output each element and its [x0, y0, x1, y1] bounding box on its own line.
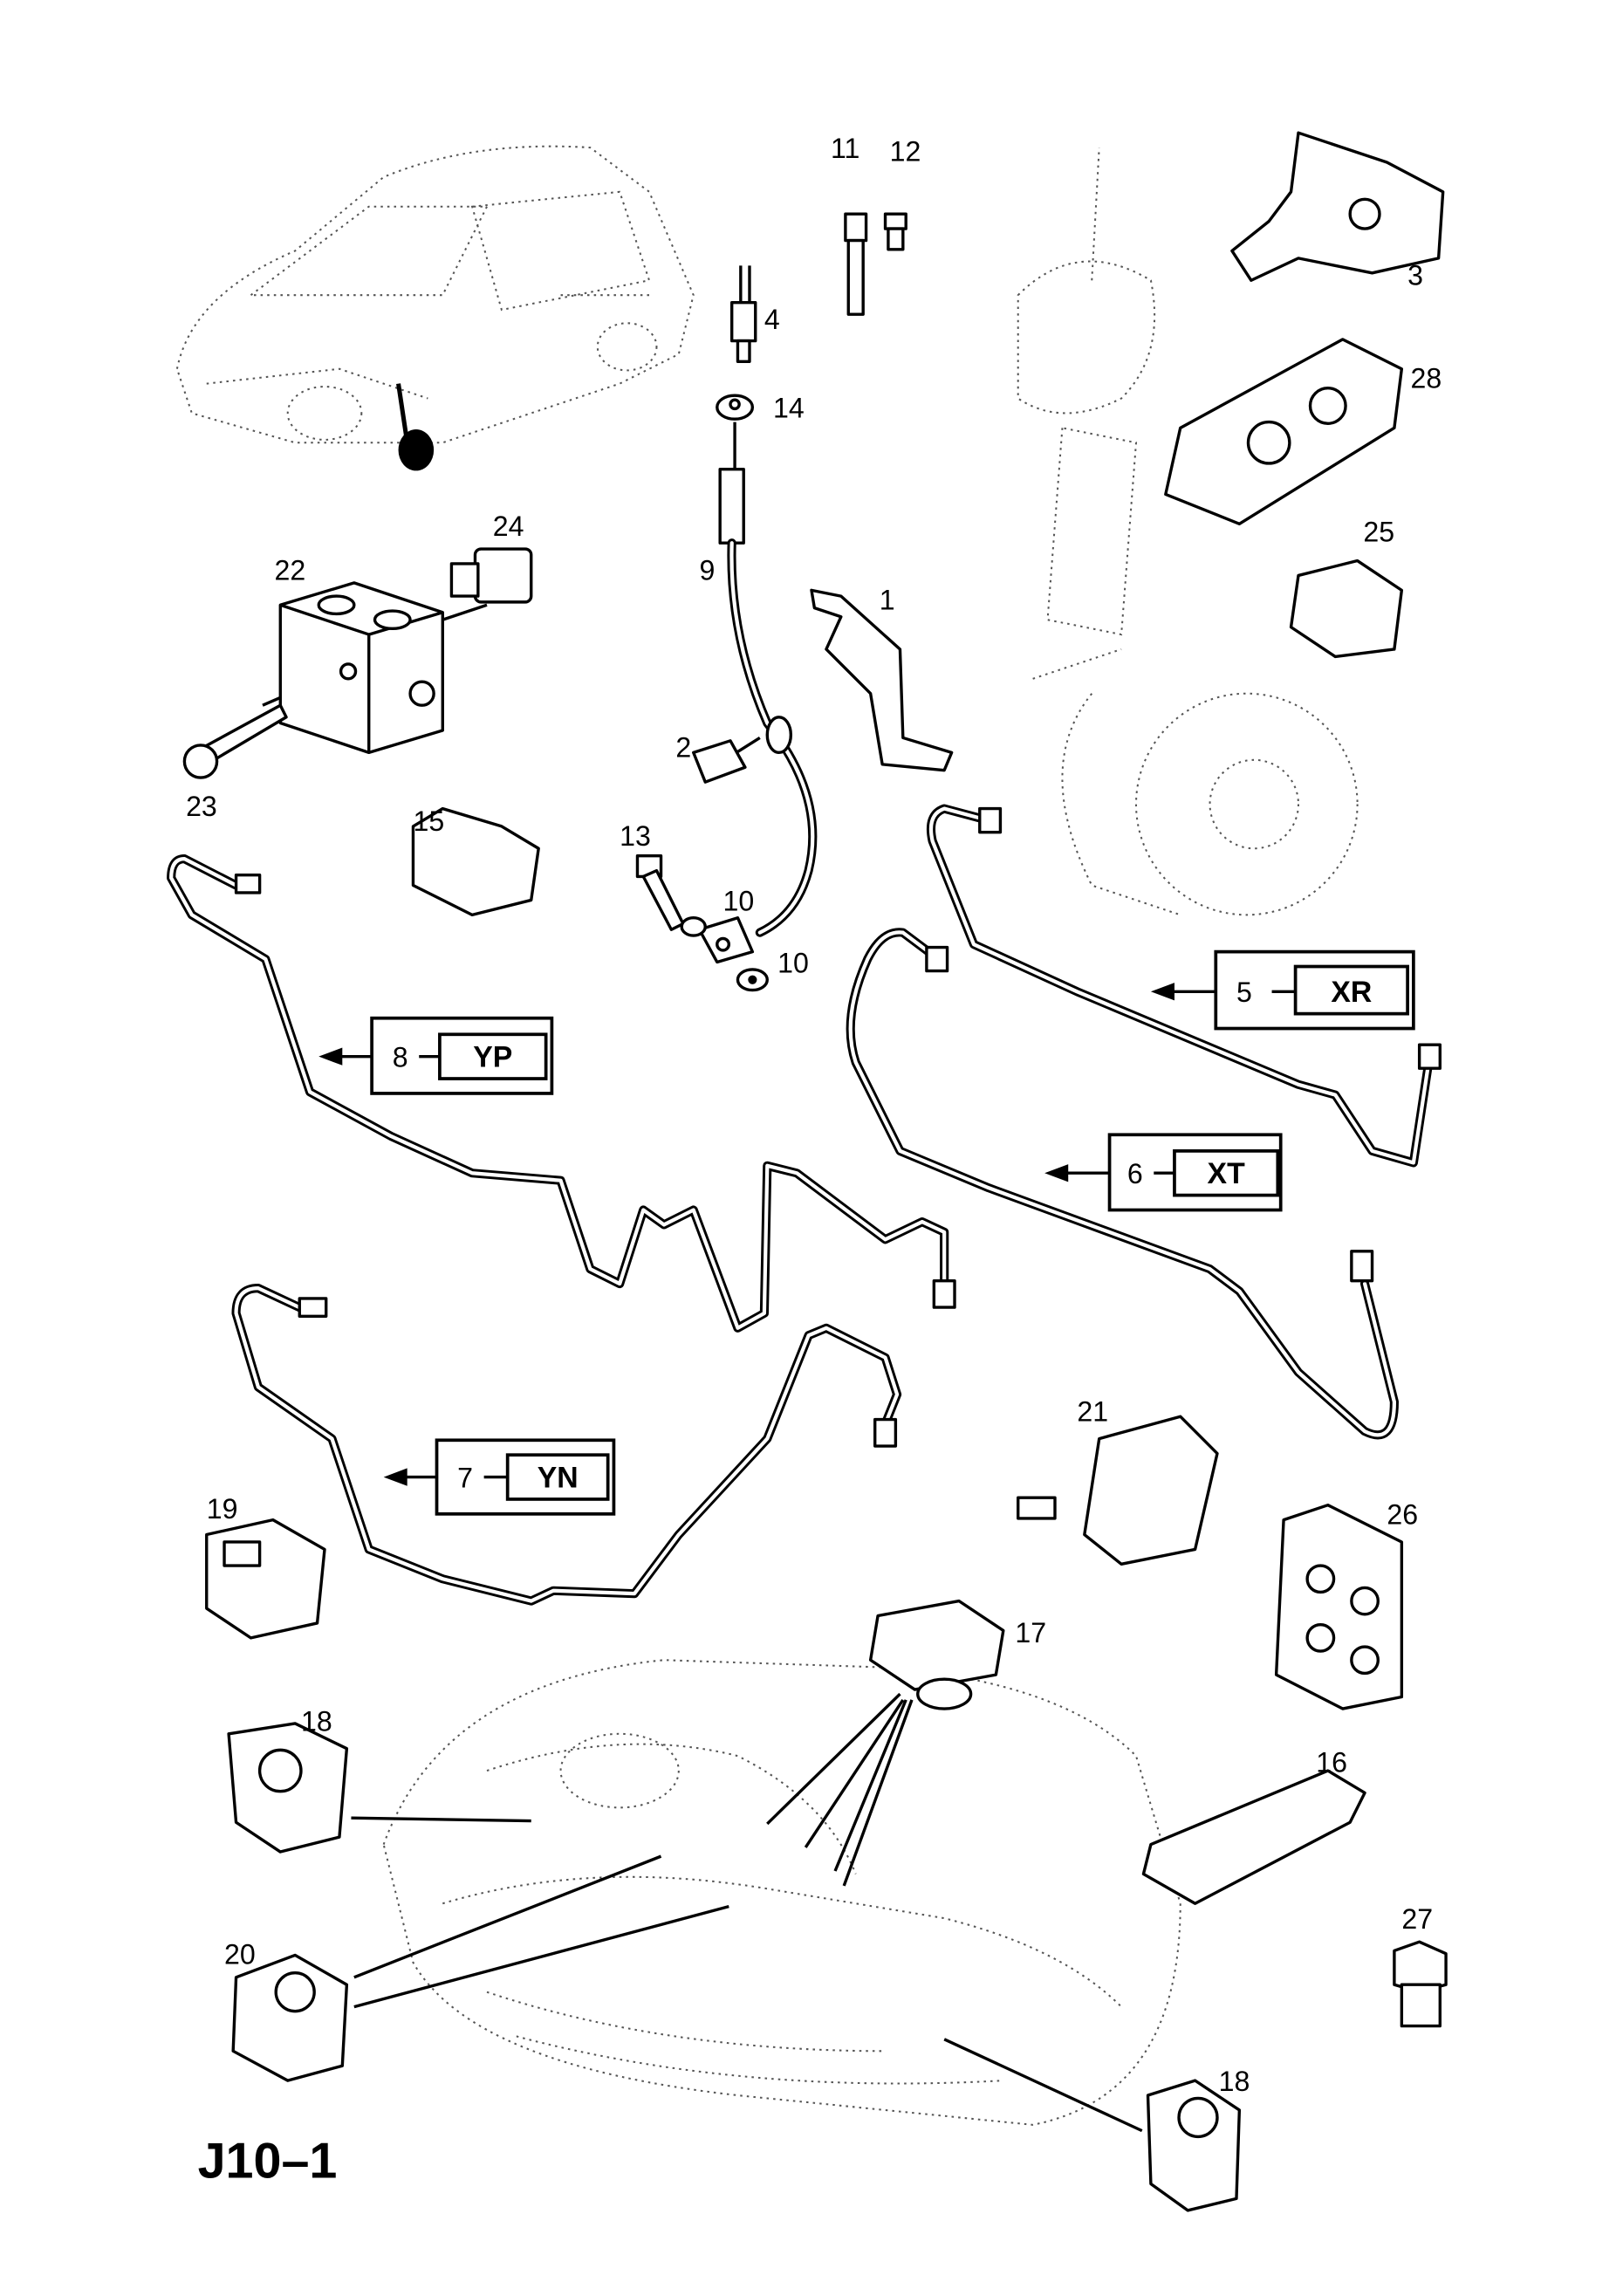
part-1-bracket: [810, 588, 954, 772]
pipe-6-xt: [846, 928, 1399, 1440]
page-code: J10–1: [198, 2134, 338, 2190]
label-9: 9: [699, 555, 715, 586]
pipe-8-yp: [167, 854, 956, 1333]
car-overview-illustration: [175, 145, 695, 471]
part-15-clip: [411, 806, 540, 917]
part-4-union: [730, 265, 757, 363]
part-number-labels: 11 12 4 3 28 14 24 22 9 1 25 2 23 15 13 …: [186, 133, 1442, 2097]
label-11: 11: [831, 133, 859, 164]
part-25-clip: [1289, 559, 1404, 659]
callout-code: YN: [538, 1461, 579, 1494]
part-27-plug: [1393, 1940, 1448, 2028]
callout-pipe-7: 7 YN: [383, 1438, 616, 1516]
label-12: 12: [890, 135, 921, 167]
suspension-strut-disc-illustration: [1017, 147, 1359, 916]
label-18: 18: [301, 1705, 332, 1737]
part-19-clip: [205, 1518, 326, 1640]
label-25: 25: [1363, 517, 1394, 548]
label-15: 15: [413, 805, 444, 837]
part-28-pipe-clip: [1164, 338, 1404, 525]
part-10-washers: [680, 916, 769, 992]
callout-number: 8: [393, 1042, 408, 1073]
pipe-7-yn: [231, 1284, 902, 1606]
part-2-clip: [692, 739, 747, 784]
callout-number: 6: [1127, 1158, 1143, 1189]
pipe-5-xr: [926, 804, 1442, 1168]
label-1: 1: [880, 584, 895, 615]
callout-pipe-6: 6 XT: [1044, 1133, 1283, 1212]
part-20-clip: [231, 1953, 349, 2082]
label-16: 16: [1316, 1747, 1347, 1779]
label-26: 26: [1387, 1499, 1418, 1531]
label-2: 2: [675, 731, 691, 763]
part-22-block: [278, 581, 444, 755]
label-10b: 10: [777, 947, 809, 978]
part-12-plug: [883, 212, 907, 251]
label-22: 22: [275, 555, 306, 586]
part-21-clip: [1017, 1415, 1219, 1566]
callout-number: 5: [1236, 977, 1252, 1008]
callout-code: YP: [473, 1041, 512, 1074]
label-20: 20: [224, 1939, 256, 1970]
label-24: 24: [493, 511, 524, 542]
label-4: 4: [764, 304, 780, 335]
part-23-bolt: [182, 703, 288, 779]
part-9-brake-hose: [697, 468, 818, 964]
part-13-bolt: [635, 854, 685, 931]
label-13: 13: [620, 820, 651, 852]
callout-code: XT: [1208, 1157, 1246, 1190]
label-23: 23: [186, 791, 217, 822]
label-14: 14: [773, 393, 805, 424]
label-17: 17: [1015, 1617, 1046, 1648]
part-3-bracket: [1230, 131, 1445, 282]
part-26-clip: [1274, 1504, 1404, 1710]
callout-code: XR: [1331, 976, 1372, 1009]
part-18b-clip: [1146, 2079, 1242, 2212]
part-16-clip: [1141, 1769, 1366, 1905]
callout-pipe-8: 8 YP: [318, 1016, 554, 1095]
part-18-clip: [227, 1722, 349, 1854]
label-19: 19: [207, 1493, 238, 1525]
label-3: 3: [1407, 259, 1423, 291]
part-24-adapter: [449, 547, 533, 604]
part-11-bolt: [844, 212, 868, 316]
car-front-illustration: [382, 1659, 1181, 2126]
label-27: 27: [1401, 1903, 1433, 1935]
part-14-clip: [716, 394, 755, 421]
label-10: 10: [723, 885, 755, 916]
label-21: 21: [1077, 1395, 1108, 1427]
part-17-clip: [868, 1599, 1005, 1710]
label-18b: 18: [1219, 2066, 1250, 2097]
callout-number: 7: [457, 1462, 473, 1493]
label-28: 28: [1410, 363, 1442, 394]
callout-pipe-5: 5 XR: [1150, 949, 1415, 1031]
